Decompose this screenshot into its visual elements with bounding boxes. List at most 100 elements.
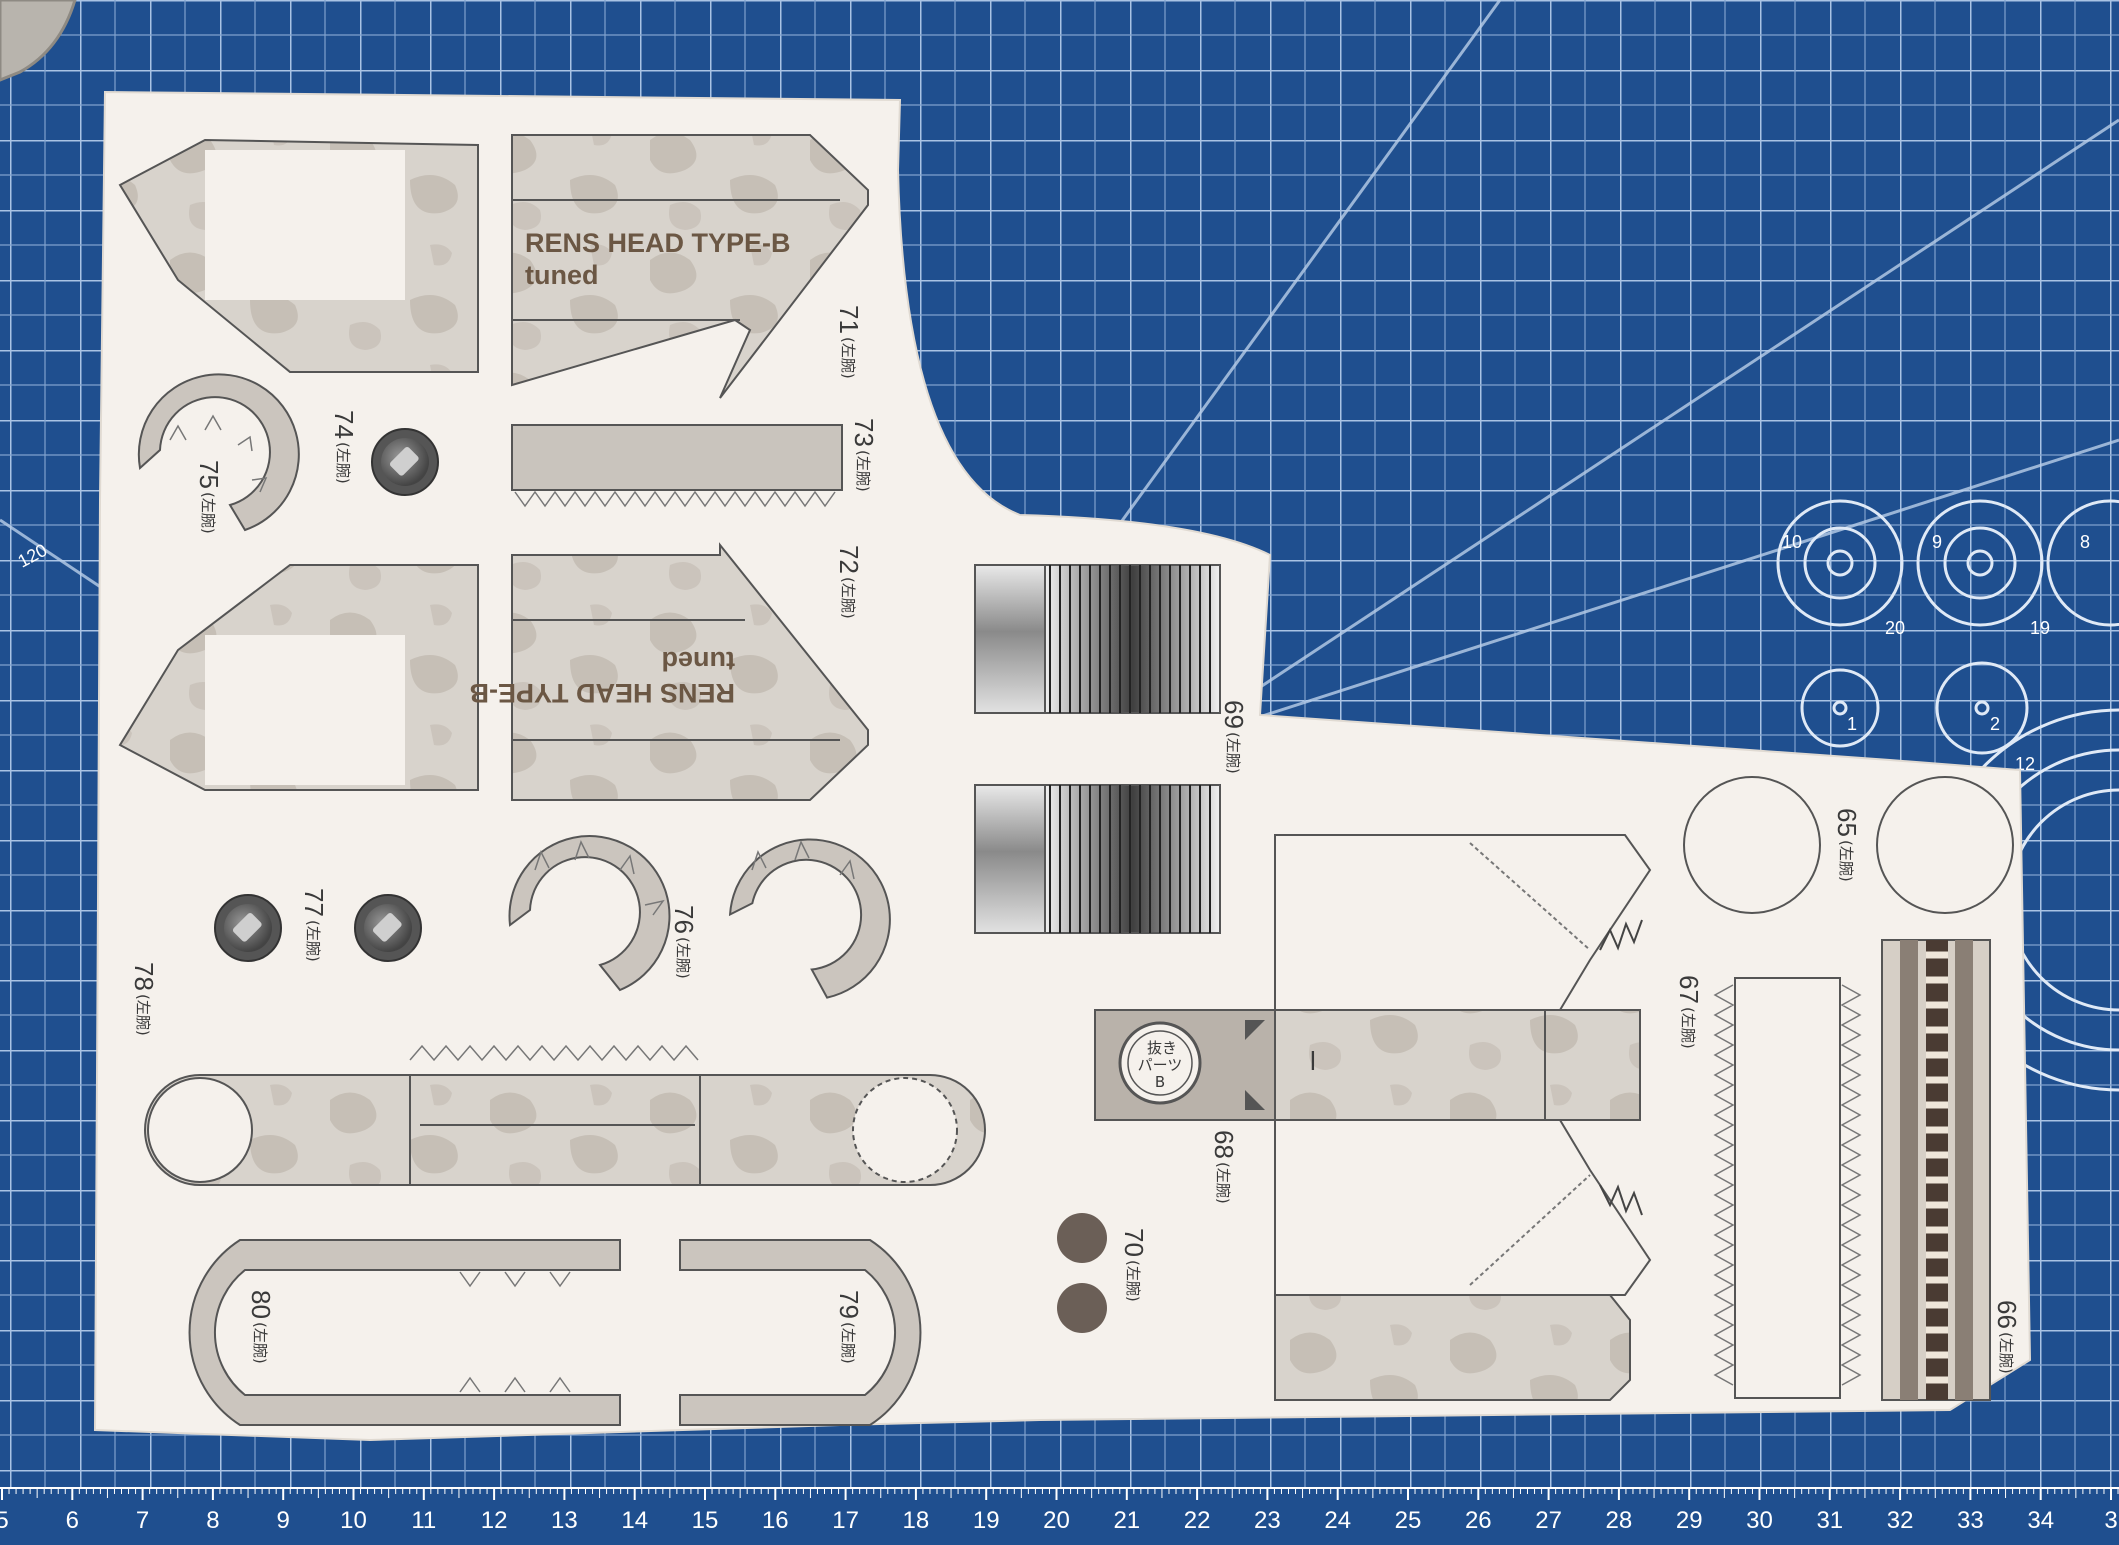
label-74-number: 74 (329, 410, 359, 439)
part-title-mirrored-line1: RENS HEAD TYPE-B (469, 678, 735, 708)
label-65-number: 65 (1832, 808, 1862, 837)
mat-circle-label: 19 (2030, 618, 2050, 638)
label-66-jp: (左腕) (1997, 1332, 2015, 1374)
label-76-jp: (左腕) (674, 937, 692, 979)
badge-line2: パーツ (1138, 1056, 1183, 1074)
label-78-number: 78 (129, 962, 159, 991)
ruler-number: 30 (1746, 1507, 1773, 1534)
label-73-number: 73 (849, 418, 879, 447)
mat-circle-label: 8 (2080, 532, 2090, 552)
mat-circle-label: 1 (1847, 714, 1857, 734)
ruler-number: 23 (1254, 1507, 1281, 1534)
part-title-line1: RENS HEAD TYPE-B (525, 228, 791, 258)
label-68: 68 (左腕) (1209, 1130, 1239, 1204)
label-75-number: 75 (194, 460, 224, 489)
label-66: 66 (左腕) (1992, 1300, 2022, 1374)
label-70-number: 70 (1119, 1228, 1149, 1257)
ruler-number: 17 (832, 1507, 859, 1534)
label-67-jp: (左腕) (1679, 1007, 1697, 1049)
part-73 (511, 424, 843, 508)
part-66 (1881, 939, 1991, 1401)
ruler-number: 12 (481, 1507, 508, 1534)
label-78-jp: (左腕) (134, 994, 152, 1036)
ruler-number: 5 (0, 1507, 9, 1534)
label-68-jp: (左腕) (1214, 1162, 1232, 1204)
label-79-number: 79 (834, 1290, 864, 1319)
label-71: 71 (左腕) (834, 305, 864, 379)
badge-line3: B (1155, 1073, 1165, 1091)
label-72: 72 (左腕) (834, 545, 864, 619)
ruler-number: 27 (1535, 1507, 1562, 1534)
mat-circle-labels: 10 9 8 20 19 1 2 12 (1782, 532, 2090, 774)
label-77: 77 (左腕) (299, 888, 329, 962)
mat-circle-label: 20 (1885, 618, 1905, 638)
label-69: 69 (左腕) (1219, 700, 1249, 774)
label-78: 78 (左腕) (129, 962, 159, 1036)
label-65: 65 (左腕) (1832, 808, 1862, 882)
ruler-number: 32 (1887, 1507, 1914, 1534)
part-68 (1094, 834, 1652, 1401)
badge-parts-b: 抜き パーツ B (1138, 1039, 1183, 1091)
label-80: 80 (左腕) (246, 1290, 276, 1364)
part-68-mark: l (1310, 1046, 1316, 1076)
label-66-number: 66 (1992, 1300, 2022, 1329)
ruler-number: 28 (1606, 1507, 1633, 1534)
label-67: 67 (左腕) (1674, 975, 1704, 1049)
label-77-number: 77 (299, 888, 329, 917)
ruler-number: 29 (1676, 1507, 1703, 1534)
ruler-number: 33 (1957, 1507, 1984, 1534)
label-76: 76 (左腕) (669, 905, 699, 979)
label-67-number: 67 (1674, 975, 1704, 1004)
ruler-number: 10 (340, 1507, 367, 1534)
ruler-number: 25 (1395, 1507, 1422, 1534)
part-65 (1683, 776, 2014, 914)
label-73: 73 (左腕) (849, 418, 879, 492)
part-title-line2: tuned (525, 260, 599, 290)
ruler-number: 21 (1113, 1507, 1140, 1534)
part-75 (137, 373, 300, 532)
ruler-number: 15 (692, 1507, 719, 1534)
label-76-number: 76 (669, 905, 699, 934)
ruler-number: 16 (762, 1507, 789, 1534)
ruler-number: 7 (136, 1507, 149, 1534)
label-75-jp: (左腕) (199, 492, 217, 534)
ruler-number: 31 (1816, 1507, 1843, 1534)
part-72: RENS HEAD TYPE-B tuned (118, 542, 869, 801)
mat-circle-label: 2 (1990, 714, 2000, 734)
label-72-number: 72 (834, 545, 864, 574)
ruler-number: 20 (1043, 1507, 1070, 1534)
ruler-number: 8 (206, 1507, 219, 1534)
label-79: 79 (左腕) (834, 1290, 864, 1364)
metal-object (0, 0, 77, 82)
label-68-number: 68 (1209, 1130, 1239, 1159)
ruler-number: 24 (1324, 1507, 1351, 1534)
label-80-jp: (左腕) (251, 1322, 269, 1364)
part-74 (371, 428, 439, 496)
part-title-mirrored-line2: tuned (662, 646, 736, 676)
ruler-number: 34 (2027, 1507, 2054, 1534)
part-79 (679, 1239, 922, 1426)
part-76 (508, 835, 891, 999)
label-70: 70 (左腕) (1119, 1228, 1149, 1302)
label-72-jp: (左腕) (839, 577, 857, 619)
part-70 (1057, 1213, 1107, 1333)
label-73-jp: (左腕) (854, 450, 872, 492)
mat-circle-label: 10 (1782, 532, 1802, 552)
ruler-number: 19 (973, 1507, 1000, 1534)
label-74: 74 (左腕) (329, 410, 359, 484)
label-71-number: 71 (834, 305, 864, 334)
part-67 (1713, 977, 1862, 1399)
ruler-number: 3 (2104, 1507, 2117, 1534)
ruler-number: 18 (903, 1507, 930, 1534)
label-71-jp: (左腕) (839, 337, 857, 379)
badge-line1: 抜き (1147, 1039, 1177, 1057)
label-69-number: 69 (1219, 700, 1249, 729)
part-77 (214, 894, 422, 962)
mat-circle-label: 9 (1932, 532, 1942, 552)
label-77-jp: (左腕) (304, 920, 322, 962)
label-69-jp: (左腕) (1224, 732, 1242, 774)
label-75: 75 (左腕) (194, 460, 224, 534)
ruler-number: 11 (411, 1507, 436, 1534)
